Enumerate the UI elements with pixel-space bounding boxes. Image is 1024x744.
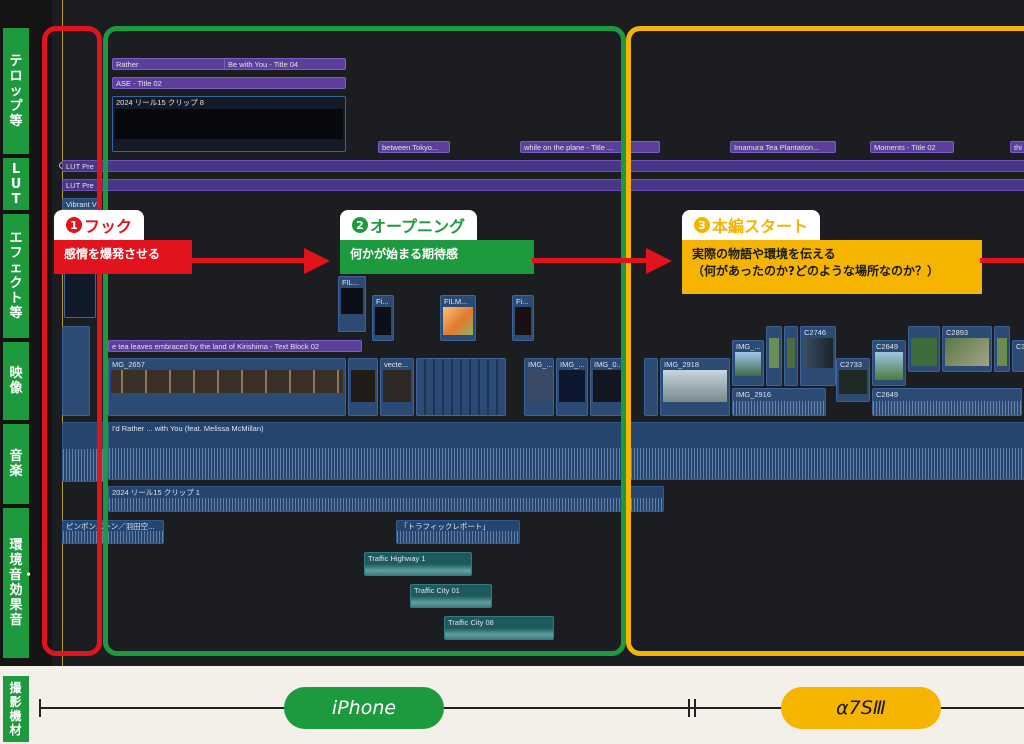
equipment-switch-tick — [688, 699, 690, 717]
sfx-clip[interactable]: Traffic City 08 — [444, 616, 554, 640]
video-clip[interactable]: IMG_2918 — [660, 358, 730, 416]
title-clip[interactable]: ASE - Title 02 — [112, 77, 346, 89]
track-label-video: 映像 — [3, 342, 29, 420]
sony-camera-pill: α7SⅢ — [781, 687, 941, 729]
video-clip[interactable] — [994, 326, 1010, 372]
sfx-clip[interactable]: 「トラフィックレポート」 — [396, 520, 520, 544]
video-clip[interactable]: IMG_... — [556, 358, 588, 416]
sfx-clip[interactable]: Traffic Highway 1 — [364, 552, 472, 576]
lut-clip[interactable]: LUT Pre — [62, 160, 1024, 172]
title-clip[interactable]: Be with You - Title 04 — [224, 58, 346, 70]
effect-clip[interactable]: FIL... — [338, 276, 366, 332]
lut-clip[interactable]: Vibrant V — [62, 198, 102, 210]
sfx-clip[interactable]: Traffic City 01 — [410, 584, 492, 608]
track-label-lut: LUT — [3, 158, 29, 210]
equipment-label: 撮影機材 — [3, 676, 29, 742]
track-label-effects: エフェクト等 — [3, 214, 29, 338]
video-clip[interactable] — [62, 326, 90, 416]
track-label-titles: テロップ等 — [3, 28, 29, 154]
video-clip[interactable]: C2746 — [800, 326, 836, 386]
video-clip[interactable] — [766, 326, 782, 386]
title-clip[interactable]: between Tokyo... — [378, 141, 450, 153]
iphone-pill: iPhone — [284, 687, 444, 729]
lut-clip[interactable]: LUT Pre — [62, 179, 1024, 191]
main-description: 実際の物語や環境を伝える （何があったのか?どのような場所なのか？） — [682, 240, 982, 294]
effect-clip[interactable]: Fi... — [512, 295, 534, 341]
track-label-music: 音楽 — [3, 424, 29, 504]
equipment-timeline-line — [40, 707, 1024, 709]
video-clip[interactable]: C2649 — [872, 388, 1022, 416]
effect-clip[interactable]: FILM... — [440, 295, 476, 341]
video-clip[interactable] — [784, 326, 798, 386]
music-clip[interactable]: I'd Rather ... with You (feat. Melissa M… — [108, 422, 1024, 480]
hook-section-frame — [42, 26, 102, 656]
video-clip[interactable]: C2733 — [836, 358, 870, 402]
equipment-start-tick — [39, 699, 41, 717]
opening-arrow — [532, 258, 648, 263]
opening-section-frame — [103, 26, 626, 656]
sfx-clip[interactable]: ピンポンパーン／羽田空... — [62, 520, 164, 544]
equipment-switch-tick — [694, 699, 696, 717]
hook-arrow — [190, 258, 306, 263]
main-arrow — [980, 258, 1024, 263]
title-clip[interactable]: Moments - Title 02 — [870, 141, 954, 153]
video-clip[interactable]: vecte... — [380, 358, 414, 416]
video-clip[interactable] — [644, 358, 658, 416]
compound-clip[interactable]: 2024 リール15 クリップ 8 — [112, 96, 346, 152]
main-section-frame — [626, 26, 1024, 656]
opening-description: 何かが始まる期待感 — [340, 240, 534, 274]
hook-description: 感情を爆発させる — [54, 240, 192, 274]
timeline[interactable]: Rather Be with You - Title 04 ASE - Titl… — [52, 0, 1024, 666]
title-clip[interactable]: Imamura Tea Plantation... — [730, 141, 836, 153]
text-block-clip[interactable]: e tea leaves embraced by the land of Kir… — [108, 340, 362, 352]
opening-arrow-head-icon — [646, 248, 672, 274]
video-clip[interactable]: C2893 — [942, 326, 992, 372]
video-clip[interactable] — [416, 358, 506, 416]
video-clip[interactable]: MG_2657 — [108, 358, 346, 416]
effect-clip[interactable] — [64, 268, 96, 318]
effect-clip[interactable]: Fi... — [372, 295, 394, 341]
title-clip[interactable]: thi — [1010, 141, 1024, 153]
video-clip[interactable]: IMG_... — [732, 340, 764, 386]
hook-arrow-head-icon — [304, 248, 330, 274]
video-clip[interactable] — [348, 358, 378, 416]
video-clip[interactable]: C2649 — [872, 340, 906, 386]
video-clip[interactable]: IMG_2916 — [732, 388, 826, 416]
track-label-sfx: 環境音・効果音 — [3, 508, 35, 658]
video-clip[interactable] — [908, 326, 940, 372]
video-clip[interactable]: C3 — [1012, 340, 1024, 372]
compound-audio-clip[interactable]: 2024 リール15 クリップ 1 — [108, 486, 664, 512]
video-clip[interactable]: IMG_... — [524, 358, 554, 416]
